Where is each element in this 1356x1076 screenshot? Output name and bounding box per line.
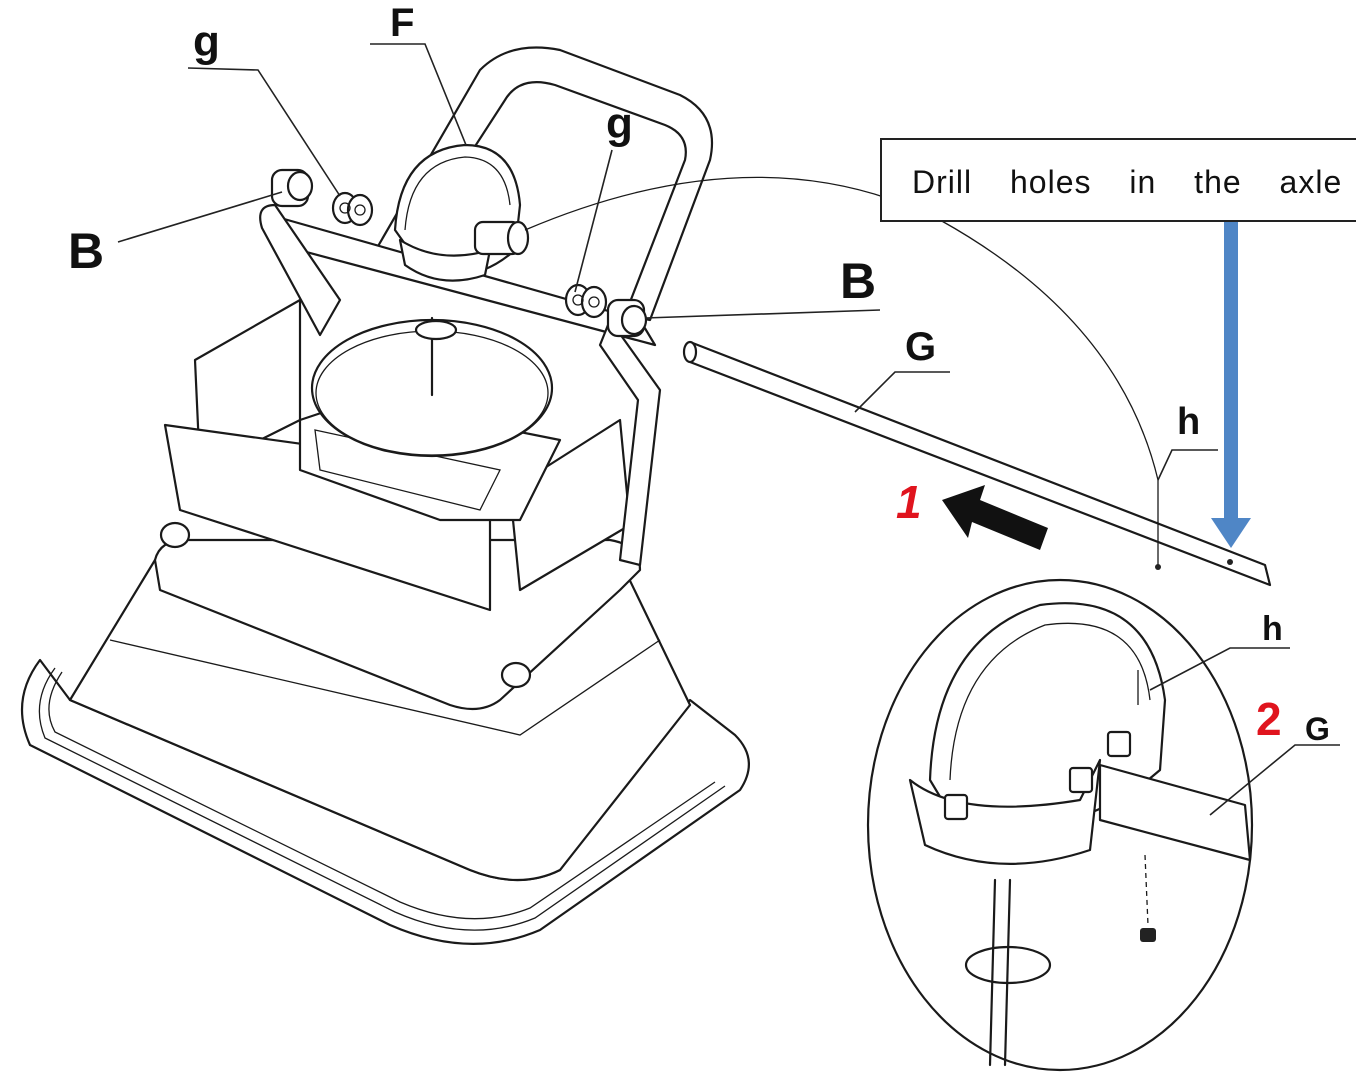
pin-h-main: [1155, 480, 1161, 570]
black-direction-arrow-icon: [942, 485, 1048, 550]
motor-head-F: [393, 143, 530, 282]
label-h-detail: h: [1262, 610, 1283, 648]
label-h-main: h: [1177, 401, 1200, 443]
callout-text: Drill holes in the axle (: [912, 164, 1356, 200]
motor-frame: [163, 298, 632, 612]
washer-g-left: [331, 191, 374, 227]
bracket-B-right: [606, 298, 648, 338]
axle-G: [682, 340, 1272, 587]
blue-drill-arrow-icon: [1211, 222, 1251, 548]
label-G-main: G: [905, 325, 936, 369]
bracket-B-left: [270, 168, 314, 208]
label-B-right: B: [840, 253, 876, 309]
label-G-detail: G: [1305, 711, 1330, 747]
leader-lines: [117, 43, 1340, 816]
label-F: F: [390, 1, 414, 45]
detail-view: [866, 578, 1254, 1072]
label-g-left: g: [193, 17, 220, 66]
label-B-left: B: [68, 223, 104, 279]
washer-g-right: [564, 283, 608, 319]
step-2-label: 2: [1256, 693, 1282, 745]
label-g-right: g: [606, 99, 633, 148]
step-1-label: 1: [896, 476, 922, 528]
instruction-callout: Drill holes in the axle (: [880, 138, 1356, 222]
mower-deck: [20, 521, 750, 945]
